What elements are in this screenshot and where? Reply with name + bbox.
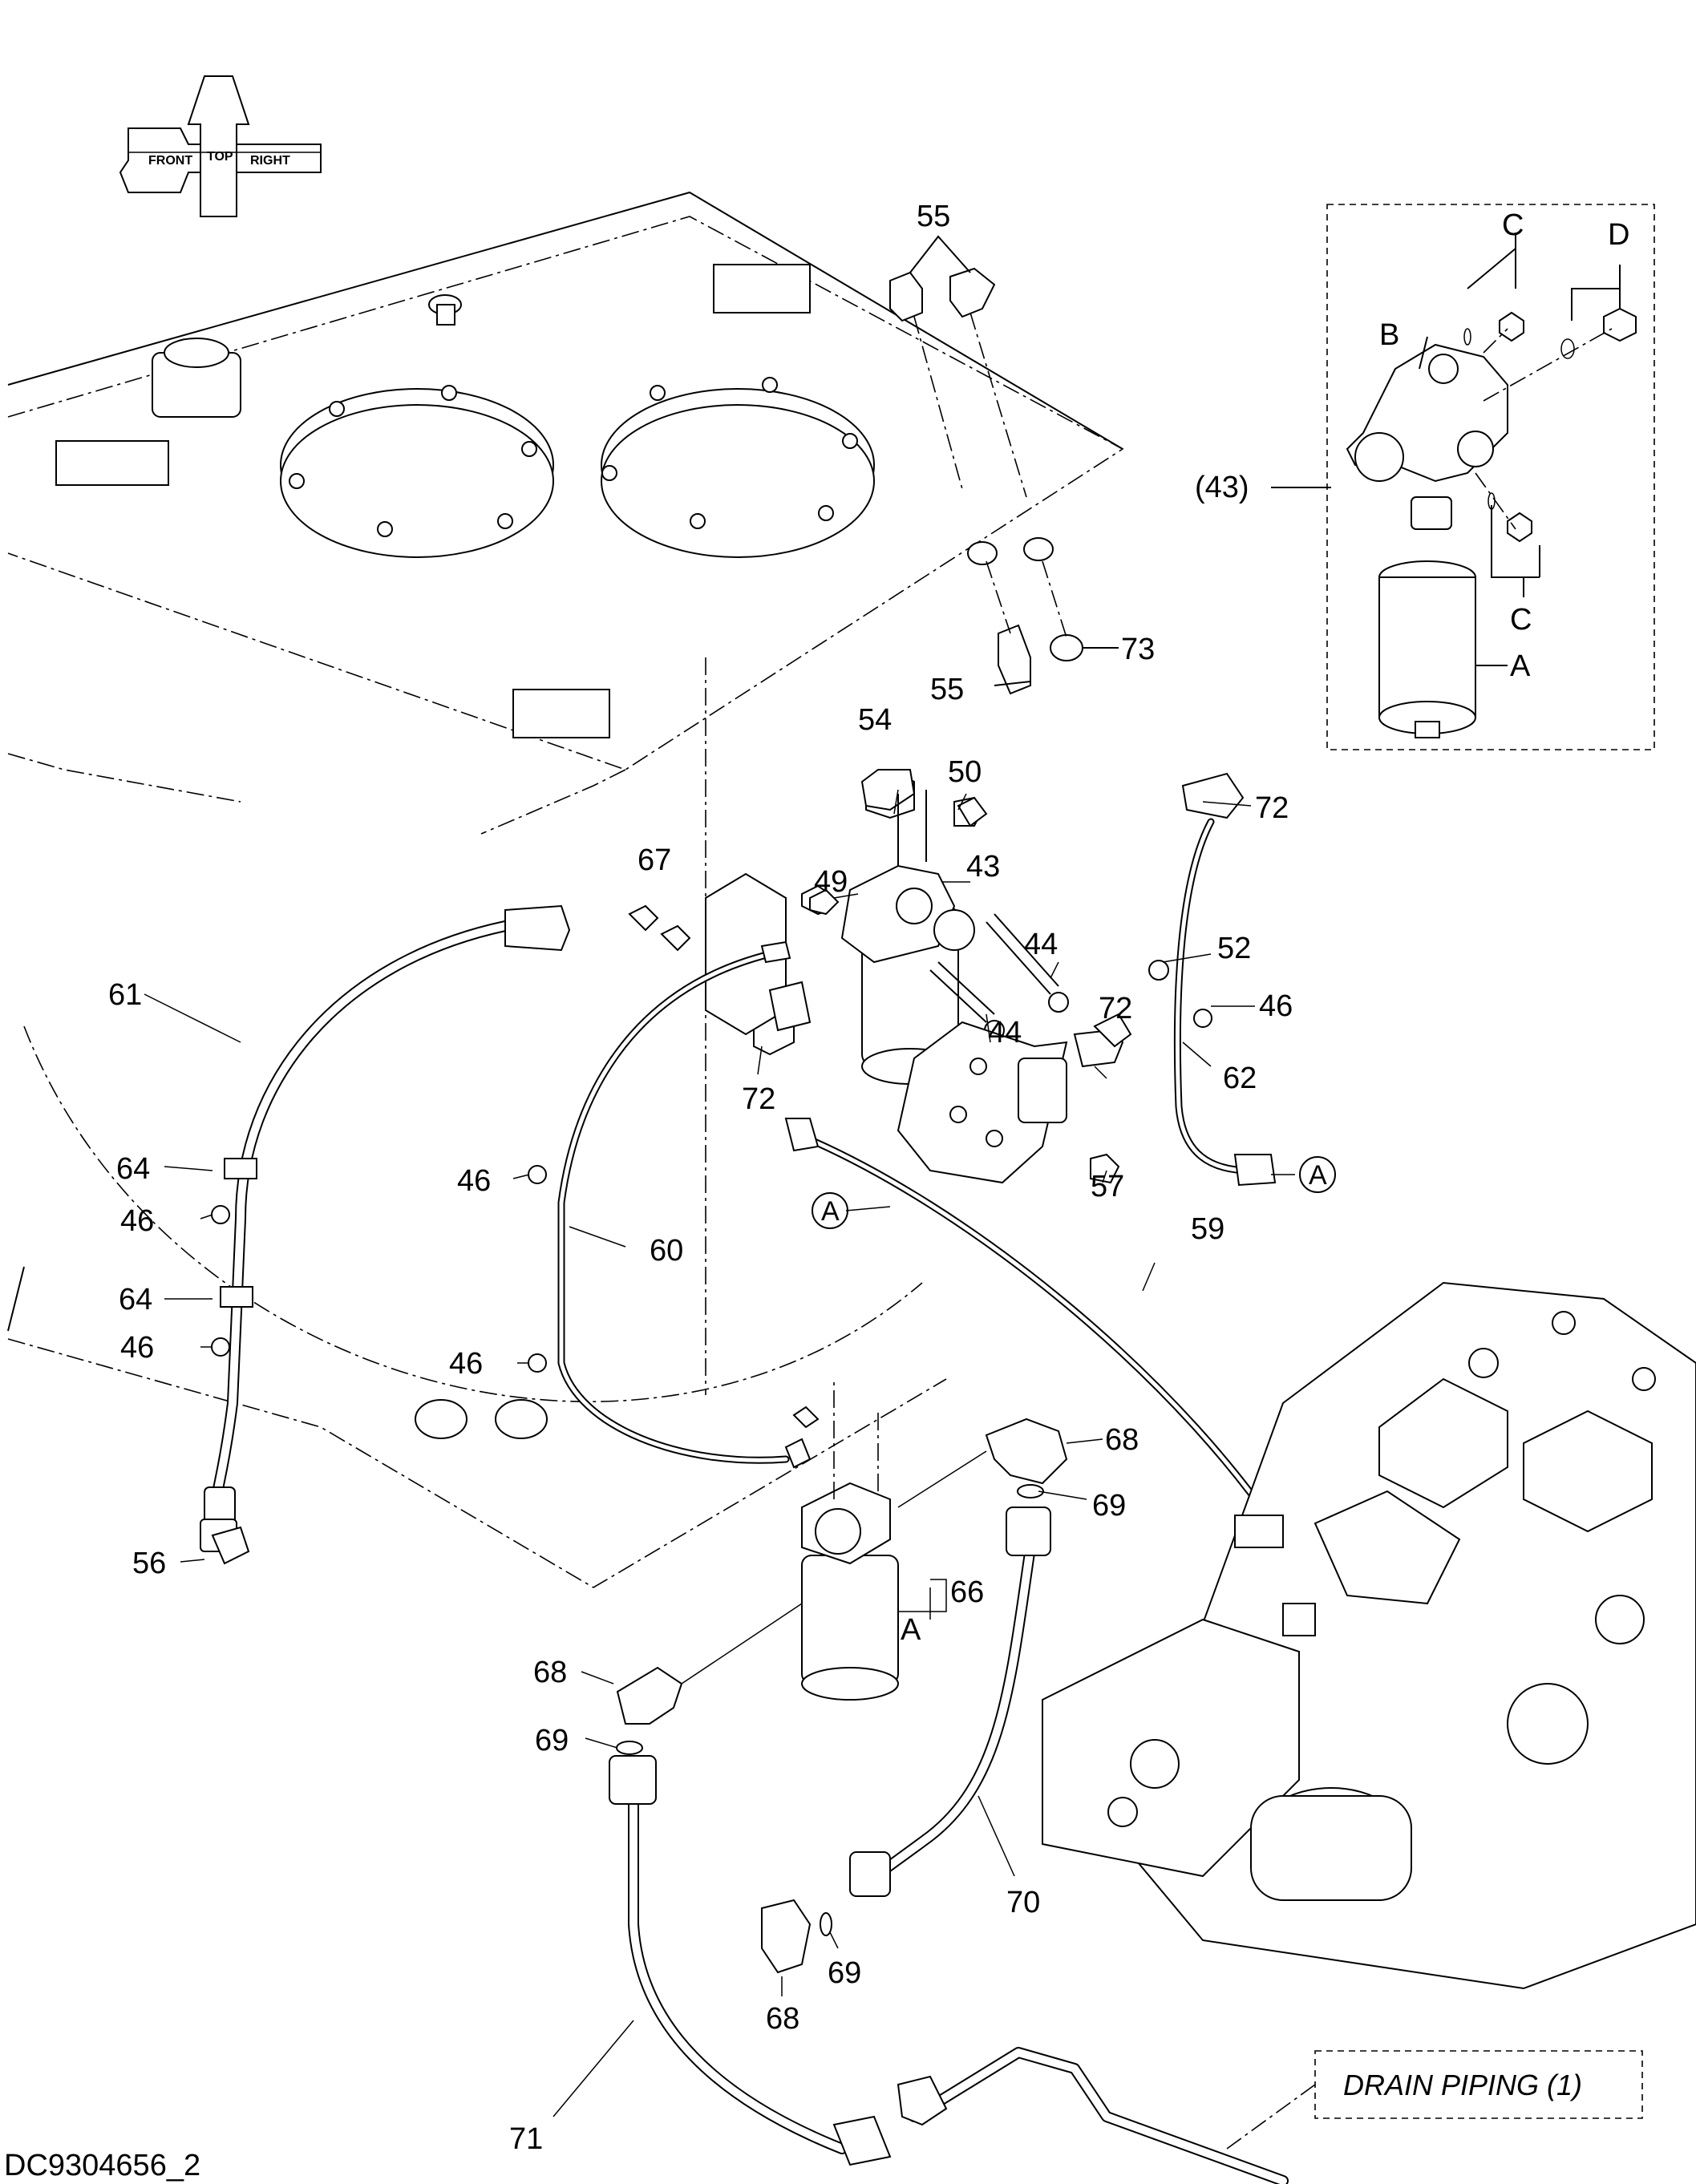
circle-marker-a-left: A — [812, 1192, 848, 1229]
hose-60 — [557, 940, 812, 1469]
detail-label-b: B — [1379, 318, 1399, 352]
callout-71: 71 — [509, 2122, 543, 2156]
callout-69-left: 69 — [535, 1724, 569, 1757]
callout-68-low: 68 — [766, 2002, 799, 2036]
callout-43: 43 — [966, 850, 1000, 884]
drawing-id: DC9304656_2 — [4, 2149, 200, 2182]
callout-64-b: 64 — [119, 1283, 152, 1316]
callout-56: 56 — [132, 1547, 166, 1580]
callout-59: 59 — [1191, 1212, 1224, 1246]
detail-label-d: D — [1608, 218, 1629, 252]
callout-44-a: 44 — [1024, 928, 1058, 961]
callout-66: 66 — [950, 1575, 984, 1609]
detail-label-a: A — [1510, 649, 1531, 683]
callout-70: 70 — [1006, 1886, 1040, 1919]
callout-62: 62 — [1223, 1062, 1257, 1095]
detail-ref-label: (43) — [1195, 471, 1249, 504]
small-fittings — [211, 904, 1212, 1565]
callout-69-low: 69 — [828, 1956, 861, 1990]
detail-box-43: (43) C D B C A — [1195, 204, 1655, 750]
callout-67: 67 — [638, 843, 671, 877]
filter-assembly — [705, 768, 1132, 1184]
callout-49: 49 — [814, 865, 848, 899]
callout-46-b: 46 — [457, 1164, 491, 1198]
callout-60: 60 — [650, 1234, 683, 1268]
orientation-front-label: FRONT — [148, 154, 192, 168]
callout-46-c: 46 — [120, 1331, 154, 1365]
leader-lines — [144, 789, 1295, 2117]
callout-54: 54 — [858, 703, 892, 737]
fittings-55-73 — [889, 235, 1119, 695]
callout-61: 61 — [108, 978, 142, 1012]
detail-label-c-bottom: C — [1510, 603, 1532, 637]
callout-46-right: 46 — [1259, 989, 1293, 1023]
callout-64-a: 64 — [116, 1152, 150, 1186]
detail-label-c-top: C — [1502, 208, 1524, 242]
callout-labels: 55 55 73 54 50 72 67 43 49 44 44 52 72 4… — [108, 200, 1293, 2156]
circle-a-right-label: A — [1309, 1160, 1327, 1191]
callout-69-top: 69 — [1092, 1489, 1126, 1523]
callout-72-top: 72 — [1255, 791, 1289, 825]
hose-62 — [1148, 772, 1277, 1187]
orientation-arrow-icon: FRONT RIGHT TOP — [119, 75, 322, 217]
hose-61 — [200, 904, 571, 1552]
callout-68-left: 68 — [533, 1656, 567, 1689]
tank-covers — [55, 264, 875, 738]
hydraulic-tank-outline — [7, 191, 1124, 1588]
callout-50: 50 — [948, 755, 982, 789]
hoses-70-71 — [609, 1418, 1068, 2166]
callout-72-low: 72 — [742, 1082, 775, 1116]
callout-66-a: A — [901, 1613, 921, 1647]
main-pump — [1042, 1281, 1696, 1990]
orientation-right-label: RIGHT — [250, 154, 290, 168]
callout-52: 52 — [1217, 932, 1251, 965]
callout-46-a: 46 — [120, 1204, 154, 1238]
callout-57: 57 — [1091, 1170, 1124, 1203]
callout-44-b: 44 — [988, 1016, 1022, 1050]
callout-55-mid: 55 — [930, 673, 964, 706]
callout-72-mid: 72 — [1099, 992, 1132, 1025]
circle-marker-a-right: A — [1299, 1156, 1336, 1193]
filter-66 — [801, 1379, 931, 1701]
callout-46-d: 46 — [449, 1347, 483, 1381]
callout-73: 73 — [1121, 633, 1155, 666]
circle-a-left-label: A — [821, 1196, 840, 1227]
callout-55-top: 55 — [917, 200, 950, 233]
drain-piping-label: DRAIN PIPING (1) — [1343, 2069, 1582, 2101]
drain-piping-stub: DRAIN PIPING (1) — [897, 2047, 1643, 2184]
orientation-top-label: TOP — [207, 150, 233, 164]
callout-68-top: 68 — [1105, 1423, 1139, 1457]
